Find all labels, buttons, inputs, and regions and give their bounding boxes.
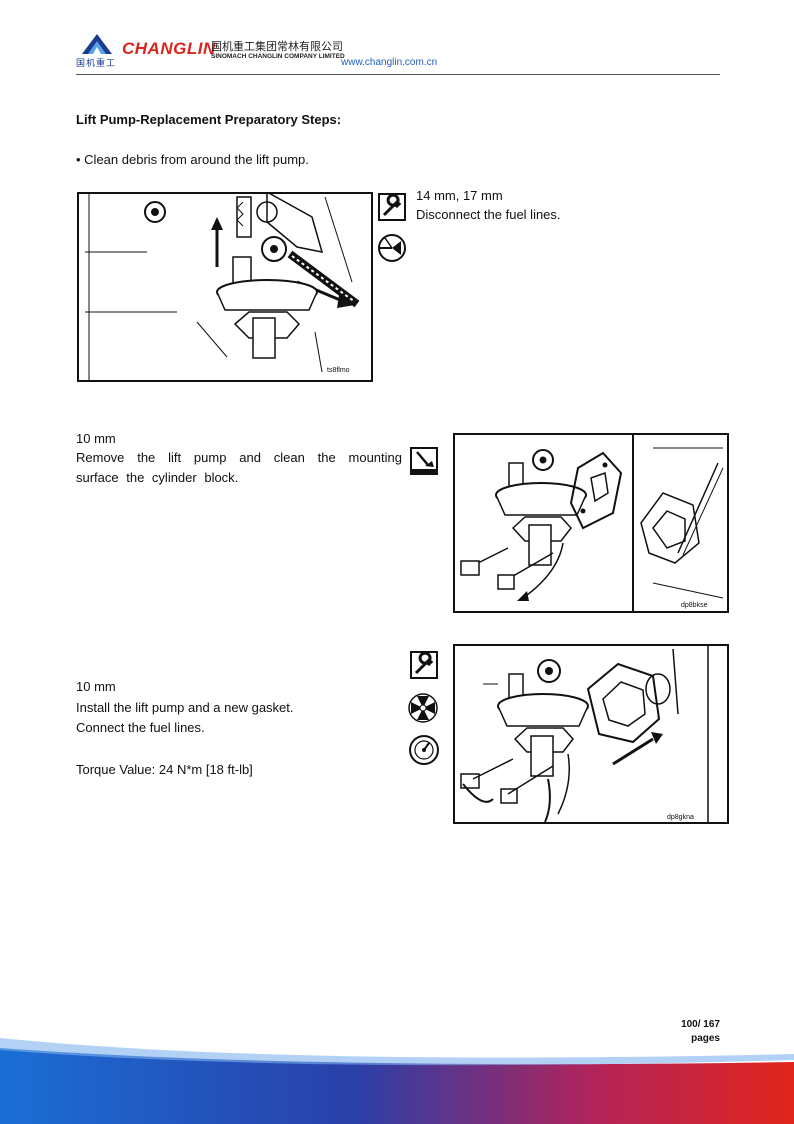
wrench-icon (410, 651, 438, 679)
company-logo-icon (82, 34, 112, 54)
step1-figure-code: ts8flmo (327, 367, 350, 374)
step2-figure-code: dp8bkse (681, 602, 708, 609)
header-divider (76, 74, 720, 75)
step3-figure-code: dp8gkna (667, 814, 694, 821)
step2-figure: dp8bkse (453, 433, 729, 613)
wrench-icon (378, 193, 406, 221)
step3-torque-value: Torque Value: 24 N*m [18 ft-lb] (76, 762, 253, 777)
bullet-text: Clean debris from around the lift pump. (84, 152, 309, 167)
section-title: Lift Pump-Replacement Preparatory Steps: (76, 112, 342, 127)
bullet-marker: • (76, 152, 85, 167)
company-name-en: SINOMACH CHANGLIN COMPANY LIMITED (211, 53, 345, 60)
torque-wrench-icon (409, 735, 439, 765)
scraper-icon (410, 447, 438, 475)
step2-tool-size: 10 mm (76, 431, 116, 446)
step2-instruction: Remove the lift pump and clean the mount… (76, 450, 402, 485)
install-icon (408, 693, 438, 723)
page-number: 100/ 167 pages (660, 1018, 720, 1046)
step3-instruction-1: Install the lift pump and a new gasket. (76, 700, 294, 715)
company-name-cn: 国机重工集团常林有限公司 (211, 40, 343, 53)
step1-figure: ts8flmo (77, 192, 373, 382)
website-link[interactable]: www.changlin.com.cn (341, 57, 438, 68)
bullet-item: • Clean debris from around the lift pump… (76, 152, 309, 167)
brand-name: CHANGLIN (122, 39, 216, 58)
step3-figure: dp8gkna (453, 644, 729, 824)
logo-caption: 国机重工 (76, 59, 117, 69)
page-count: 100/ 167 (681, 1019, 720, 1030)
step1-instruction: Disconnect the fuel lines. (416, 207, 561, 222)
step1-tool-size: 14 mm, 17 mm (416, 188, 503, 203)
step3-instruction-2: Connect the fuel lines. (76, 720, 205, 735)
footer-decoration (0, 1038, 794, 1124)
page-label: pages (691, 1033, 720, 1044)
step3-tool-size: 10 mm (76, 679, 116, 694)
fuel-valve-icon (378, 234, 406, 262)
